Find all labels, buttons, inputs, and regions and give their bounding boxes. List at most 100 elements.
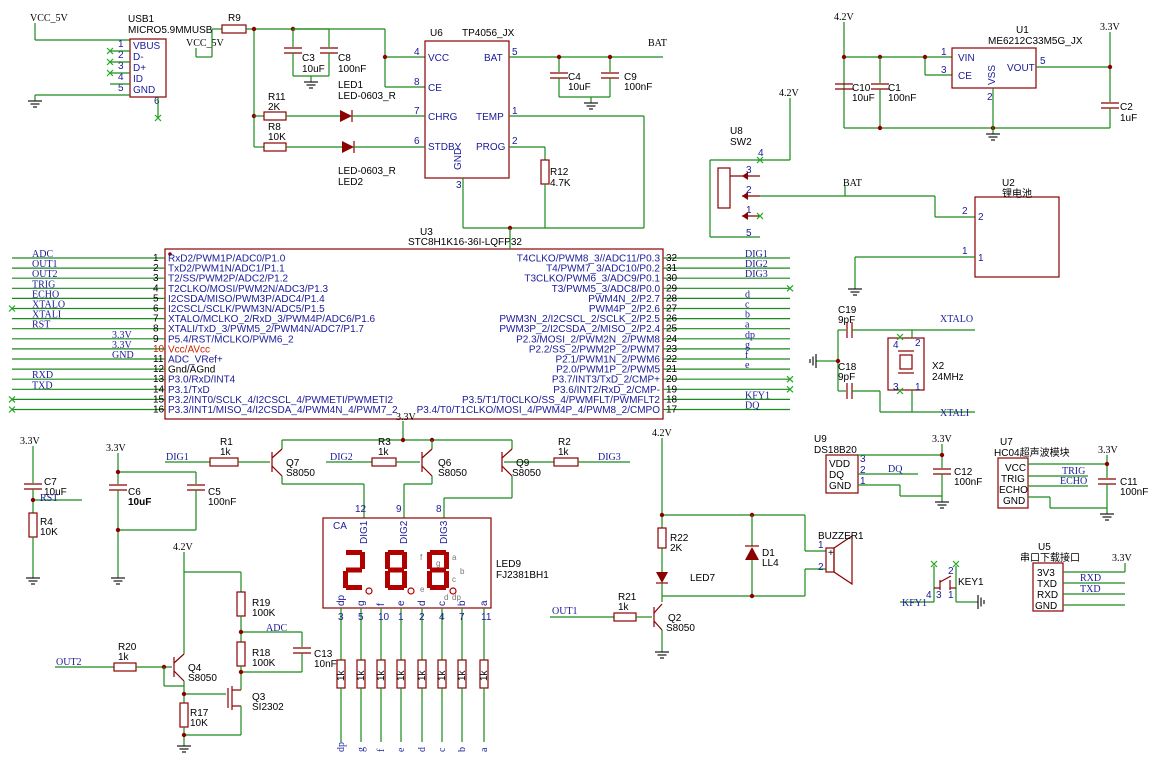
power-switch-circuit: 4.2V ADC R19 100K R18 100K C13 10nF OUT2… — [55, 542, 337, 753]
u3-left-pin-name: T2/SS/PWM2P/ADC2/P1.2 — [168, 274, 288, 285]
segment-d — [388, 585, 404, 590]
net-dig2-driver: DIG2 — [330, 452, 353, 463]
led2-ref: LED2 — [338, 177, 363, 188]
c8-ref: C8 — [338, 53, 351, 64]
u3-left-net: RXD — [32, 370, 53, 381]
segment-a — [346, 550, 362, 555]
c12-value: 100nF — [954, 477, 982, 488]
led9-value: FJ2381BH1 — [496, 570, 549, 581]
u3-left-pin-num: 12 — [153, 364, 165, 375]
q3-value: SI2302 — [252, 702, 284, 713]
led9-ca: CA — [333, 521, 347, 532]
u3-right-pin-num: 29 — [666, 283, 678, 294]
d1-value: LL4 — [762, 558, 779, 569]
c5-value: 100nF — [208, 497, 236, 508]
u6-pnum-4: 4 — [414, 47, 420, 58]
c4-ref: C4 — [568, 72, 581, 83]
u1-value: ME6212C33M5G_JX — [988, 36, 1083, 47]
key1-ref: KEY1 — [958, 577, 984, 588]
u1-pnum-3: 3 — [941, 65, 947, 76]
u3-left-pins: RxD2/PWM1P/ADC0/P1.01ADCTxD2/PWM1N/ADC1/… — [8, 249, 398, 416]
led9-bottom-pin: 3 — [338, 612, 344, 623]
usb1-pnum-2: 2 — [118, 50, 124, 61]
net-vcc5v-label: VCC_5V — [30, 13, 69, 24]
led9-display: CA DIG1 DIG2 DIG3 a b c e f g dp d LED9 … — [322, 517, 549, 752]
r12-ref: R12 — [550, 167, 569, 178]
r1-value: 1k — [220, 447, 232, 458]
c10-value: 10uF — [852, 93, 875, 104]
u3-right-net: KFY1 — [745, 390, 770, 401]
u5-serial-header: U5 串口下载接口 3V3 TXD RXD GND 3.3V RXD TXD — [1020, 542, 1133, 612]
c8-value: 100nF — [338, 64, 366, 75]
usb1-pin-dm: D- — [133, 52, 144, 63]
dp-dot-1 — [365, 587, 373, 595]
led9-digpin-3: 8 — [436, 504, 442, 515]
r2-ref: R2 — [558, 437, 571, 448]
net-echo-u7: ECHO — [1060, 476, 1087, 487]
seg-resistor-value: 1k — [396, 669, 407, 681]
seg-resistor-value: 1k — [457, 669, 468, 681]
u8-pnum-3: 3 — [746, 165, 752, 176]
seg-net-label: c — [437, 747, 448, 752]
usb1-ref: USB1 — [128, 14, 155, 25]
c19-value: 9pF — [838, 315, 855, 326]
c18-value: 9pF — [838, 372, 855, 383]
r22-ref: R22 — [670, 533, 689, 544]
r21-ref: R21 — [618, 592, 637, 603]
r2-value: 1k — [558, 447, 570, 458]
q2-ref: Q2 — [668, 613, 682, 624]
u6-pin-temp: TEMP — [476, 112, 504, 123]
u2-ref: U2 — [1002, 178, 1015, 189]
net-33v-u9: 3.3V — [932, 434, 953, 445]
u3-left-net: XTALI — [32, 310, 61, 321]
segment-e — [385, 571, 390, 588]
buzzer-circuit: 4.2V R22 2K LED7 D1 LL4 BUZZER1 1 2 + OU… — [550, 428, 864, 659]
net-out1-buzz: OUT1 — [552, 606, 578, 617]
segment-d — [430, 585, 446, 590]
u3-right-pin-name: PWM3P_2/I2CSDA_2/MISO_2/P2.4 — [499, 324, 660, 335]
led9-seg-label: dp — [336, 594, 347, 606]
usb1-pnum-1: 1 — [118, 39, 124, 50]
u3-mcu: U3 STC8H1K16-36I-LQFP32 RxD2/PWM1P/ADC0/… — [8, 227, 794, 420]
net-rxd-u5: RXD — [1080, 573, 1101, 584]
buzzer1-pnum-2: 2 — [818, 562, 824, 573]
u3-left-net: OUT2 — [32, 269, 58, 280]
key1-pnum-3: 3 — [936, 590, 942, 601]
c18-ref: C18 — [838, 362, 857, 373]
net-42v-q4: 4.2V — [173, 542, 194, 553]
u3-left-net: GND — [112, 350, 134, 361]
led9-digpin-2: 9 — [396, 504, 402, 515]
u3-left-pin-name: TxD2/PWM1N/ADC1/P1.1 — [168, 264, 285, 275]
u3-left-pin-num: 9 — [153, 334, 159, 345]
u1-ref: U1 — [1016, 25, 1029, 36]
net-trig-u7: TRIG — [1062, 466, 1085, 477]
led1-value: LED-0603_R — [338, 91, 396, 102]
r21-value: 1k — [618, 602, 630, 613]
c11-value: 100nF — [1120, 487, 1148, 498]
u5-pin-3v3: 3V3 — [1037, 568, 1055, 579]
net-bat-label: BAT — [648, 38, 667, 49]
led9-bottom-pin: 2 — [419, 612, 425, 623]
u3-left-pin-num: 1 — [153, 253, 159, 264]
led9-bottom-pin: 7 — [459, 612, 465, 623]
led9-bottom-pin: 1 — [398, 612, 404, 623]
c13-value: 10nF — [314, 659, 337, 670]
led9-seg-f: f — [420, 553, 423, 562]
r18-ref: R18 — [252, 648, 271, 659]
u5-pin-txd: TXD — [1037, 579, 1057, 590]
led9-seg-label: a — [479, 600, 490, 606]
c12-ref: C12 — [954, 467, 973, 478]
led9-seg-c: c — [452, 575, 456, 584]
buzzer1-ref: BUZZER1 — [818, 531, 864, 542]
u3-left-pin-num: 7 — [153, 314, 159, 325]
led9-seg-g: g — [436, 559, 440, 568]
usb1-pnum-4: 4 — [118, 72, 124, 83]
seg-resistor-value: 1k — [336, 669, 347, 681]
c1-value: 100nF — [888, 93, 916, 104]
led9-seg-label: d — [417, 600, 428, 606]
segment-g — [430, 567, 446, 573]
net-adc-div: ADC — [266, 623, 287, 634]
u8-value: SW2 — [730, 137, 752, 148]
c6-c5-decoupling: 3.3V C6 10uF C5 100nF — [106, 443, 236, 585]
